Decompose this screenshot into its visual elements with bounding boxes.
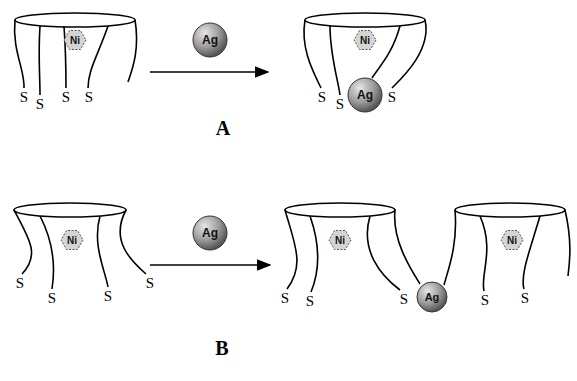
thiol-arm	[310, 216, 318, 292]
sulfur-atom: S	[48, 291, 56, 306]
sulfur-atom: S	[388, 90, 396, 105]
cup-rim	[285, 203, 395, 217]
cup-rim	[455, 203, 565, 217]
ion-symbol: Ag	[202, 33, 218, 47]
thiol-arm	[128, 20, 137, 82]
metal-symbol: Ni	[507, 235, 517, 246]
panel-letter: A	[216, 118, 230, 138]
sulfur-atom: S	[400, 292, 408, 307]
sulfur-atom: S	[481, 293, 489, 308]
thiol-arm	[304, 20, 321, 88]
silver-ion: Ag	[192, 22, 228, 58]
thiol-arm	[330, 26, 340, 95]
sulfur-atom: S	[85, 90, 93, 105]
sulfur-atom: S	[521, 291, 529, 306]
silver-ion: Ag	[192, 215, 228, 251]
sulfur-atom: S	[62, 90, 70, 105]
thiol-arm	[40, 216, 54, 289]
thiol-arm	[395, 210, 420, 284]
panel-letter: B	[215, 338, 228, 358]
thiol-arm	[64, 26, 66, 88]
cup-rim	[14, 203, 126, 217]
cup-rim	[305, 13, 425, 27]
silver-ion: Ag	[416, 281, 448, 313]
ion-symbol: Ag	[202, 226, 218, 240]
metal-symbol: Ni	[67, 235, 77, 246]
thiol-arm	[88, 26, 108, 88]
thiol-arm	[285, 210, 297, 289]
sulfur-atom: S	[36, 97, 44, 112]
ion-symbol: Ag	[357, 88, 373, 102]
reaction-arrow	[150, 264, 270, 266]
thiol-arm	[120, 210, 146, 274]
silver-ion: Ag	[347, 77, 383, 113]
thiol-arm	[523, 216, 540, 289]
sulfur-atom: S	[16, 276, 24, 291]
nickel-center: Ni	[500, 228, 524, 252]
sulfur-atom: S	[336, 97, 344, 112]
thiol-arm	[97, 216, 108, 287]
sulfur-atom: S	[20, 90, 28, 105]
thiol-arm	[14, 210, 32, 274]
nickel-center: Ni	[328, 228, 352, 252]
thiol-arm	[392, 20, 426, 88]
nickel-center: Ni	[63, 28, 87, 52]
sulfur-atom: S	[146, 276, 154, 291]
nickel-center: Ni	[353, 28, 377, 52]
cup-rim	[15, 13, 135, 27]
thiol-arm	[444, 210, 456, 285]
thiol-arm	[480, 216, 487, 291]
thiol-arm	[372, 26, 400, 78]
metal-symbol: Ni	[335, 235, 345, 246]
sulfur-atom: S	[306, 294, 314, 309]
metal-symbol: Ni	[360, 35, 370, 46]
reaction-arrow	[150, 71, 268, 73]
thiol-arm	[15, 20, 25, 88]
ion-symbol: Ag	[425, 291, 440, 303]
sulfur-atom: S	[104, 289, 112, 304]
nickel-center: Ni	[60, 228, 84, 252]
metal-symbol: Ni	[70, 35, 80, 46]
sulfur-atom: S	[318, 90, 326, 105]
thiol-arm	[38, 26, 40, 95]
thiol-arm	[565, 210, 570, 276]
sulfur-atom: S	[281, 291, 289, 306]
